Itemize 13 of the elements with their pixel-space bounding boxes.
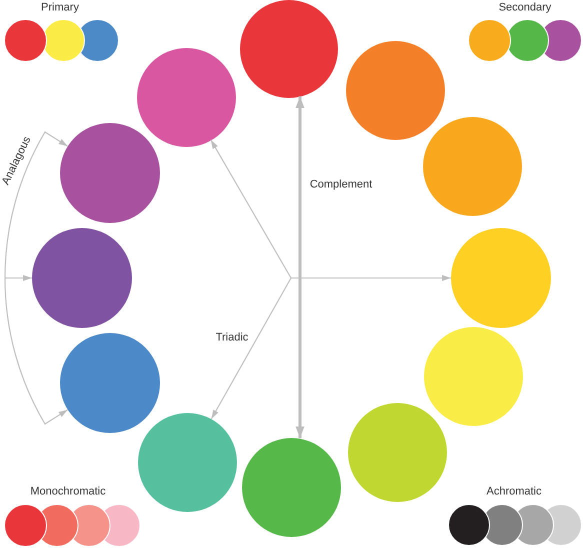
arrow	[210, 140, 292, 278]
edge-label: Triadic	[216, 332, 248, 344]
arrow	[5, 275, 32, 281]
edge-label: Complement	[310, 178, 372, 192]
group-label: Monochromatic	[30, 486, 106, 498]
double-arrow	[296, 96, 304, 438]
arrow	[210, 278, 292, 420]
group-label: Achromatic	[486, 486, 542, 498]
group-label: Primary	[41, 1, 79, 14]
curved-arrow	[4, 131, 68, 278]
group-label: Secondary	[498, 1, 552, 14]
arrow	[291, 275, 451, 281]
curved-arrow	[4, 278, 68, 425]
